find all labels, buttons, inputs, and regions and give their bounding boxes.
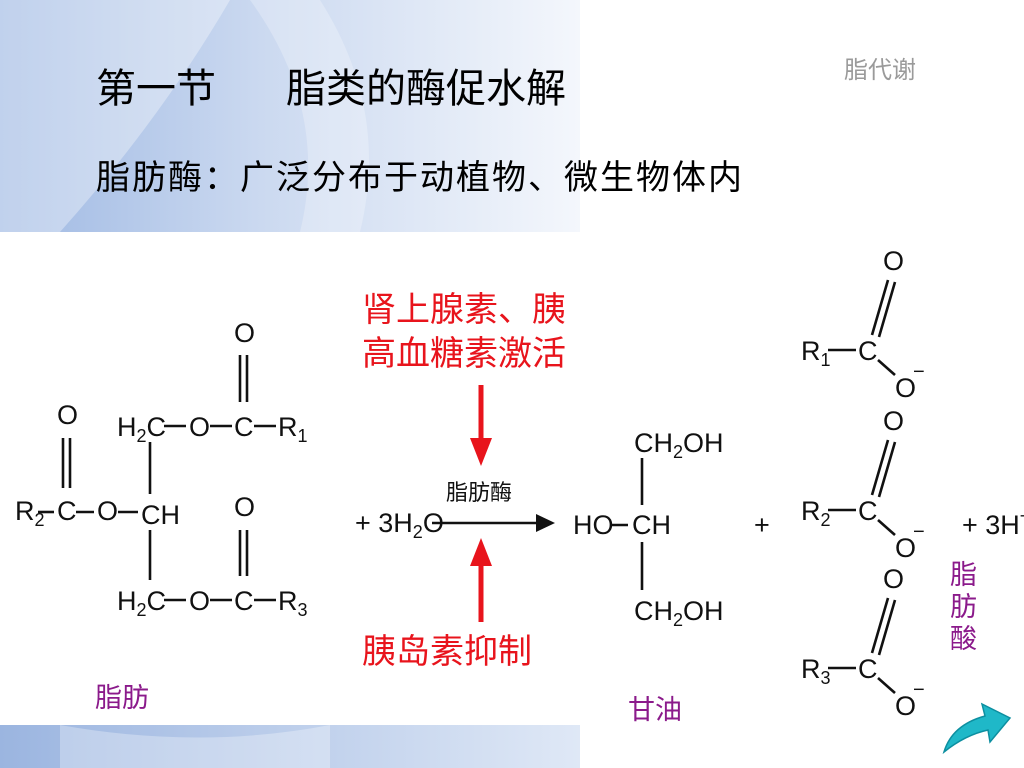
svg-text:O: O xyxy=(895,533,916,563)
corner-label: 脂代谢 xyxy=(844,56,916,84)
slide-subtitle: 脂肪酶：广泛分布于动植物、微生物体内 xyxy=(96,158,744,198)
water-reactant: + 3H2O xyxy=(355,508,444,542)
slide-title: 第一节 脂类的酶促水解 xyxy=(96,56,566,114)
svg-text:H2C: H2C xyxy=(117,412,166,446)
inhibition-arrowhead xyxy=(470,538,492,566)
activation-label: 肾上腺素、胰 高血糖素激活 xyxy=(362,288,566,376)
svg-text:C: C xyxy=(234,412,254,442)
svg-text:HO: HO xyxy=(573,510,614,540)
fatty-acid-2: O R2 C O − xyxy=(801,406,925,563)
svg-text:R3: R3 xyxy=(278,586,308,620)
glycerol-label: 甘油 xyxy=(628,695,682,726)
svg-text:CH2OH: CH2OH xyxy=(634,596,724,630)
activation-arrowhead xyxy=(470,438,492,466)
svg-text:C: C xyxy=(234,586,254,616)
triglyceride-structure: H2C O C R1 O CH H2C O C R3 O R2 C O O xyxy=(15,318,308,620)
svg-text:O: O xyxy=(883,406,904,436)
activation-line-1: 肾上腺素、胰 xyxy=(362,290,566,330)
fat-label: 脂肪 xyxy=(95,683,149,714)
fatty-acid-3: O R3 C O − xyxy=(801,564,925,721)
svg-text:−: − xyxy=(913,679,925,701)
svg-text:O: O xyxy=(895,691,916,721)
svg-text:CH: CH xyxy=(141,500,180,530)
fatty-acid-char-1: 脂 xyxy=(950,560,977,591)
svg-text:R1: R1 xyxy=(801,336,831,370)
plus-sign: + xyxy=(754,510,770,540)
svg-text:C: C xyxy=(858,336,878,366)
svg-text:O: O xyxy=(895,373,916,403)
svg-text:O: O xyxy=(883,246,904,276)
enzyme-label: 脂肪酶 xyxy=(446,481,512,506)
curved-next-arrow-icon[interactable] xyxy=(942,702,1012,755)
svg-text:O: O xyxy=(234,492,255,522)
fatty-acid-1: O R1 C O − xyxy=(801,246,925,403)
svg-text:O: O xyxy=(189,412,210,442)
fatty-acid-char-3: 酸 xyxy=(950,624,977,655)
proton-product: + 3H+ xyxy=(962,506,1024,540)
svg-text:CH2OH: CH2OH xyxy=(634,428,724,462)
svg-text:O: O xyxy=(97,496,118,526)
svg-text:R3: R3 xyxy=(801,654,831,688)
svg-text:H2C: H2C xyxy=(117,586,166,620)
fatty-acid-label: 脂 肪 酸 xyxy=(950,560,977,656)
inhibition-label: 胰岛素抑制 xyxy=(362,632,532,672)
svg-text:−: − xyxy=(913,521,925,543)
svg-text:CH: CH xyxy=(632,510,671,540)
svg-text:O: O xyxy=(189,586,210,616)
svg-text:O: O xyxy=(883,564,904,594)
svg-text:O: O xyxy=(57,400,78,430)
svg-text:O: O xyxy=(234,318,255,348)
fatty-acid-char-2: 肪 xyxy=(950,592,977,623)
svg-text:−: − xyxy=(913,361,925,383)
svg-text:C: C xyxy=(858,654,878,684)
svg-text:R2: R2 xyxy=(801,496,831,530)
svg-text:C: C xyxy=(858,496,878,526)
title-section-number: 第一节 xyxy=(96,66,216,112)
svg-text:R1: R1 xyxy=(278,412,308,446)
reaction-arrowhead xyxy=(536,514,555,532)
glycerol-structure: CH2OH HO CH CH2OH xyxy=(573,428,724,630)
svg-text:C: C xyxy=(57,496,77,526)
activation-line-2: 高血糖素激活 xyxy=(362,334,566,374)
title-topic: 脂类的酶促水解 xyxy=(286,66,566,112)
